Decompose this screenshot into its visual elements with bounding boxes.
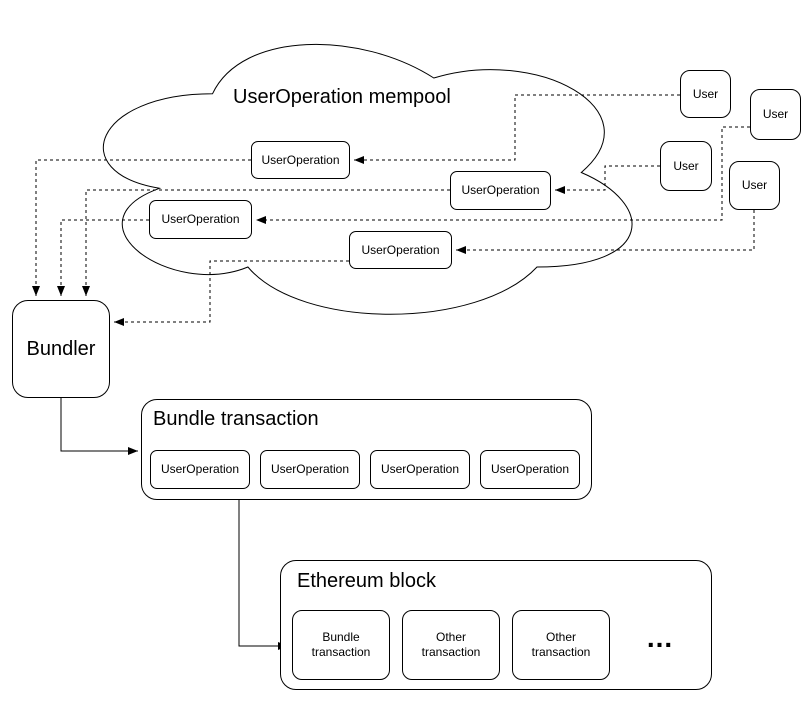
ethereum-other-transaction-label-2: Other transaction <box>531 630 591 659</box>
edge-bundle-transaction-to-ethereum-block <box>238 500 288 650</box>
bundle-userop-label-4: UserOperation <box>490 462 570 476</box>
user-label-4: User <box>741 178 768 192</box>
mempool-userop-node-4: UserOperation <box>349 231 452 269</box>
edge-userop2-to-bundler <box>82 189 450 296</box>
ethereum-bundle-transaction-node: Bundle transaction <box>292 610 390 680</box>
mempool-cloud-shape <box>102 43 633 315</box>
bundle-userop-label-2: UserOperation <box>270 462 350 476</box>
mempool-userop-label-1: UserOperation <box>261 152 340 167</box>
mempool-userop-node-2: UserOperation <box>450 171 551 210</box>
edge-user2-to-userop3 <box>256 126 750 224</box>
edge-user3-to-userop2 <box>555 165 660 194</box>
mempool-title: UserOperation mempool <box>233 86 451 108</box>
edge-bundler-to-bundle-transaction <box>60 398 138 455</box>
ethereum-other-transaction-node-2: Other transaction <box>512 610 610 680</box>
mempool-userop-label-3: UserOperation <box>161 212 240 226</box>
ethereum-block-title: Ethereum block <box>297 570 436 592</box>
bundle-userop-label-1: UserOperation <box>160 462 240 476</box>
bundle-userop-node-1: UserOperation <box>150 450 250 489</box>
user-node-2: User <box>750 89 801 140</box>
mempool-userop-node-3: UserOperation <box>149 200 252 239</box>
mempool-userop-label-2: UserOperation <box>461 183 540 197</box>
bundler-label: Bundler <box>26 337 96 360</box>
bundle-userop-node-2: UserOperation <box>260 450 360 489</box>
edge-userop4-to-bundler <box>114 260 349 326</box>
edge-user4-to-userop4 <box>456 210 755 254</box>
bundle-transaction-title: Bundle transaction <box>153 408 319 430</box>
ethereum-more-transactions-ellipsis: ... <box>646 622 674 653</box>
bundle-userop-label-3: UserOperation <box>380 462 460 476</box>
ethereum-other-transaction-node-1: Other transaction <box>402 610 500 680</box>
ethereum-other-transaction-label-1: Other transaction <box>421 630 481 659</box>
bundle-userop-node-4: UserOperation <box>480 450 580 489</box>
user-label-1: User <box>692 86 719 101</box>
mempool-userop-node-1: UserOperation <box>251 141 350 179</box>
user-node-4: User <box>729 161 780 210</box>
ethereum-bundle-transaction-label: Bundle transaction <box>311 630 371 659</box>
user-node-3: User <box>660 141 712 191</box>
mempool-userop-label-4: UserOperation <box>361 242 440 257</box>
user-node-1: User <box>680 70 731 118</box>
user-label-2: User <box>762 107 789 121</box>
bundler-node: Bundler <box>12 300 110 398</box>
bundle-userop-node-3: UserOperation <box>370 450 470 489</box>
edge-userop3-to-bundler <box>57 219 149 296</box>
user-label-3: User <box>673 158 699 173</box>
